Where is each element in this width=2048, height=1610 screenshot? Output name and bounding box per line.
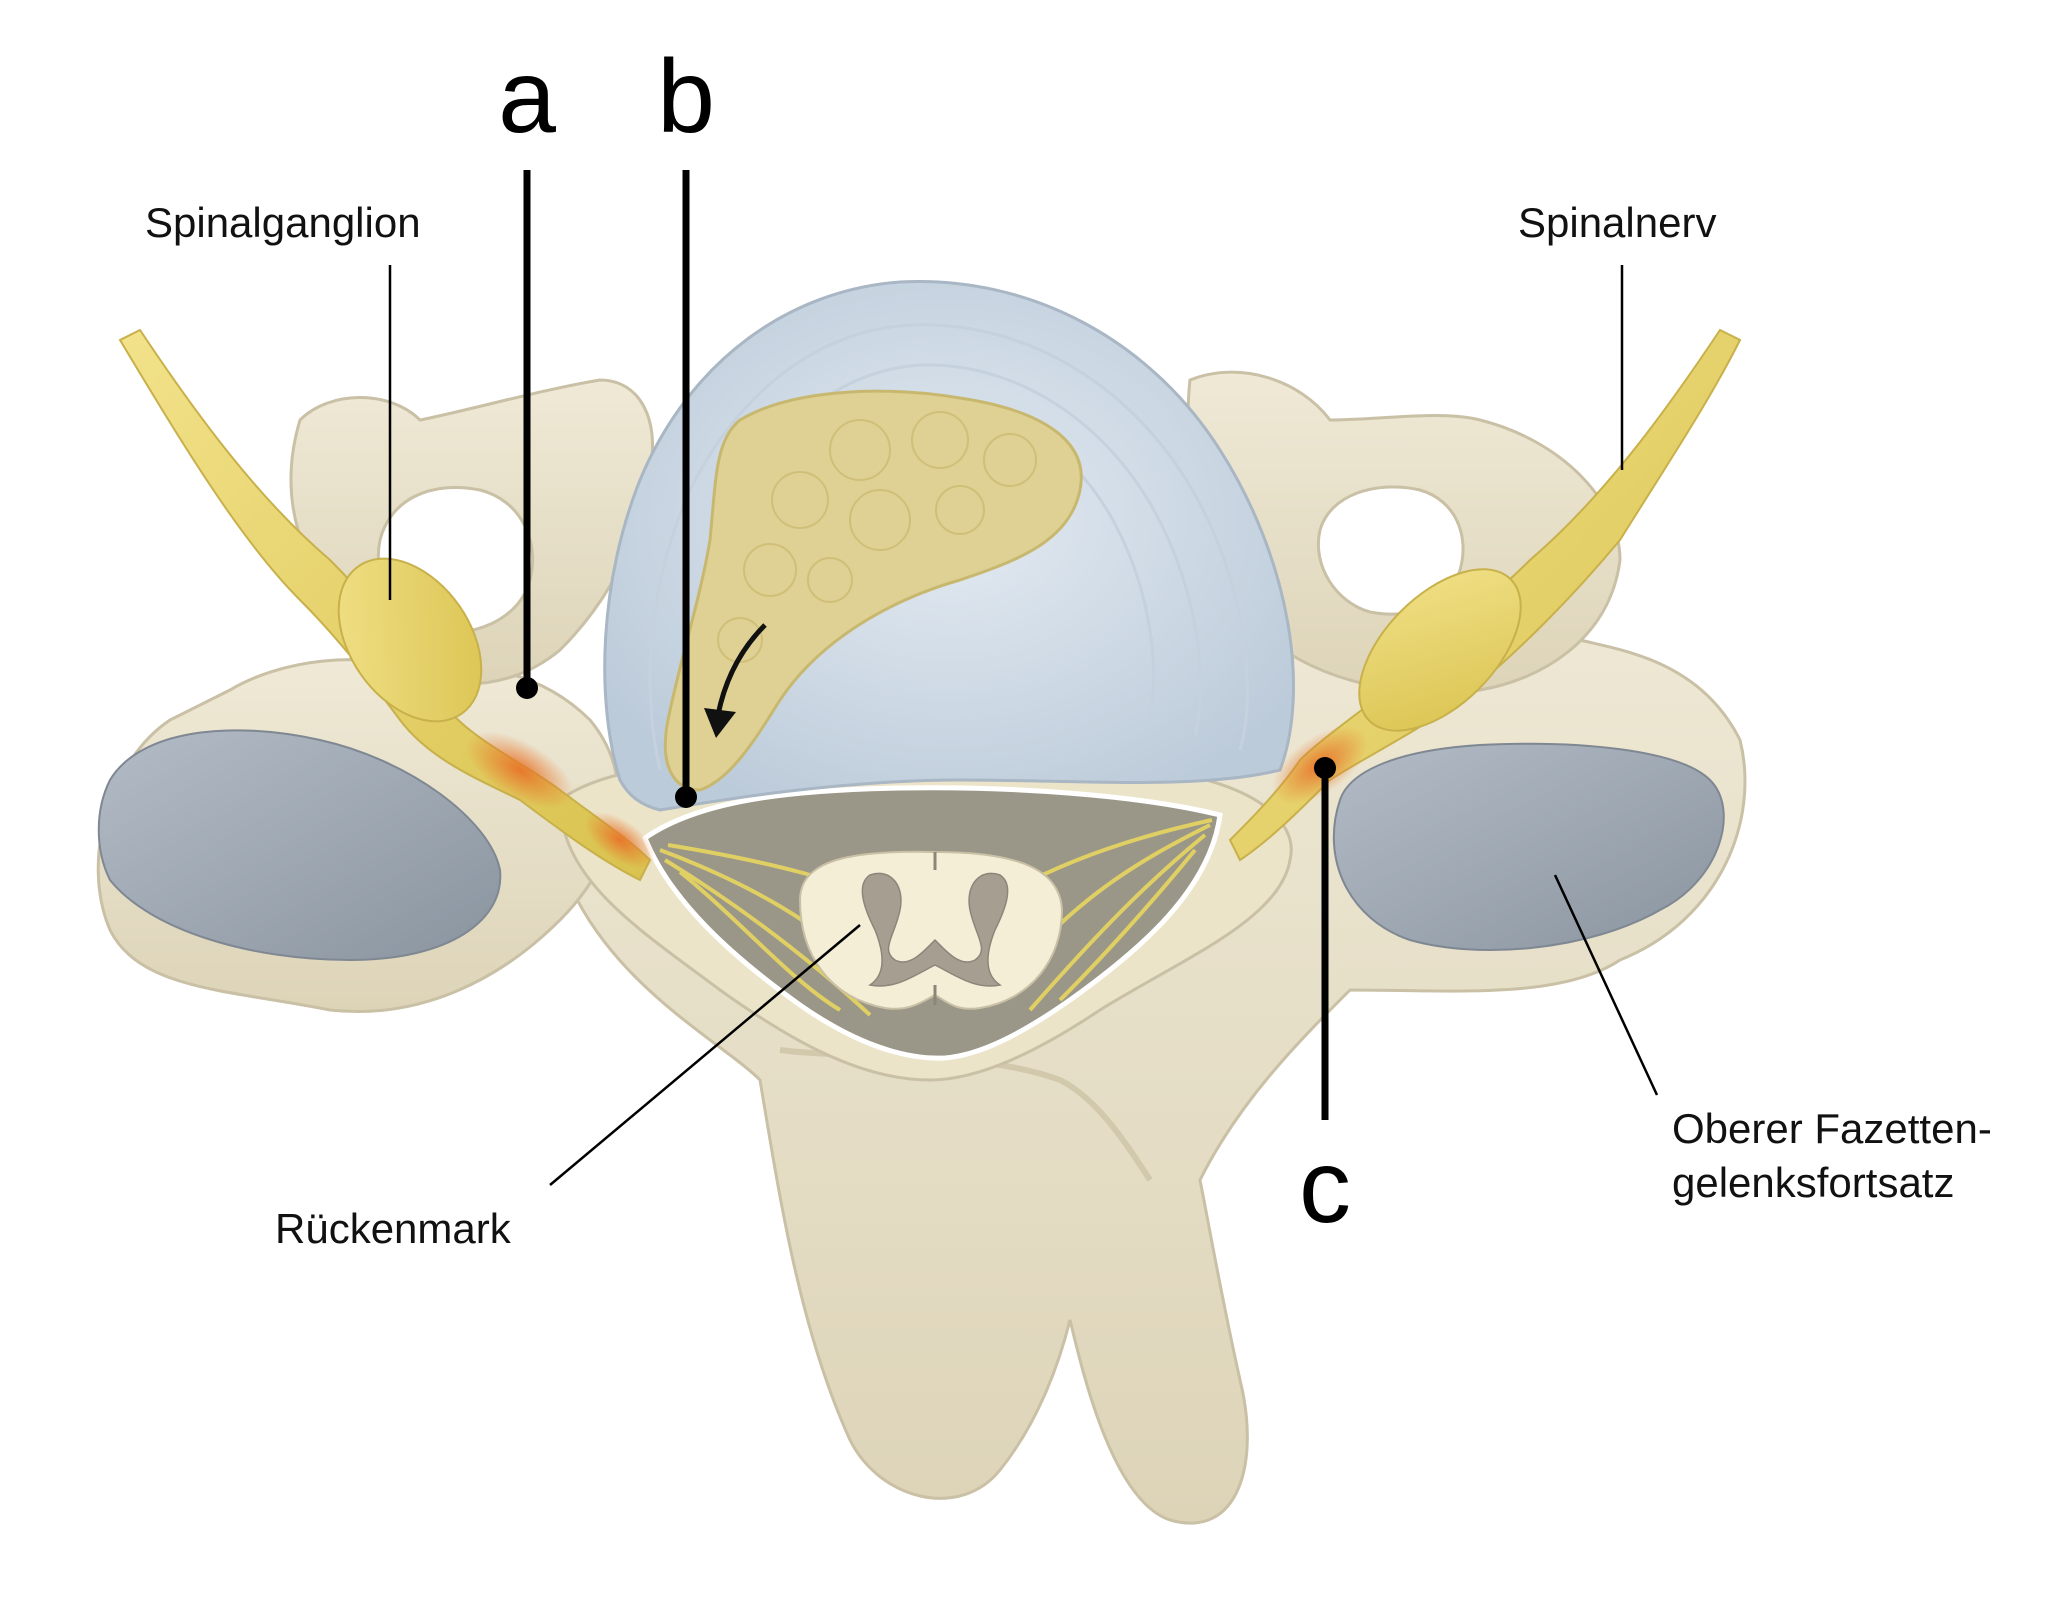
left-facet-cartilage xyxy=(97,729,502,962)
label-facet-line2: gelenksfortsatz xyxy=(1672,1159,1954,1206)
spinal-cord xyxy=(798,850,1064,1010)
grey-matter xyxy=(861,872,1009,987)
herniation-arrow xyxy=(715,623,767,716)
letter-a: a xyxy=(498,39,556,155)
left-spinal-nerve xyxy=(118,328,655,882)
right-facet-cartilage xyxy=(1332,742,1725,951)
herniation-arrow-head xyxy=(704,708,736,738)
nucleus-pulposus xyxy=(663,389,1083,792)
letter-c: c xyxy=(1299,1129,1351,1245)
left-ganglion xyxy=(337,557,483,723)
label-facet-line1: Oberer Fazetten- xyxy=(1672,1105,1992,1152)
left-compression-zone xyxy=(466,731,574,809)
pointer-rueckenmark xyxy=(549,924,861,1186)
letter-b: b xyxy=(657,39,715,155)
pointer-facet xyxy=(1553,874,1659,1096)
right-foramen xyxy=(1317,485,1465,616)
pointer-c-dot xyxy=(1314,757,1336,779)
pointer-lines xyxy=(388,170,1659,1186)
spinal-cord-outline xyxy=(798,850,1064,1010)
left-compression-zone-2 xyxy=(585,811,655,869)
right-nerve-trunk xyxy=(1228,328,1742,862)
label-spinalganglion: Spinalganglion xyxy=(145,199,421,246)
right-ganglion xyxy=(1358,568,1522,732)
intervertebral-disc xyxy=(603,279,1295,812)
label-spinalnerv: Spinalnerv xyxy=(1518,199,1716,246)
nucleus-texture xyxy=(717,411,1037,663)
pointer-b-dot xyxy=(675,786,697,808)
pointer-a-dot xyxy=(516,677,538,699)
label-rueckenmark: Rückenmark xyxy=(275,1205,512,1252)
pointer-dots xyxy=(516,677,1336,808)
